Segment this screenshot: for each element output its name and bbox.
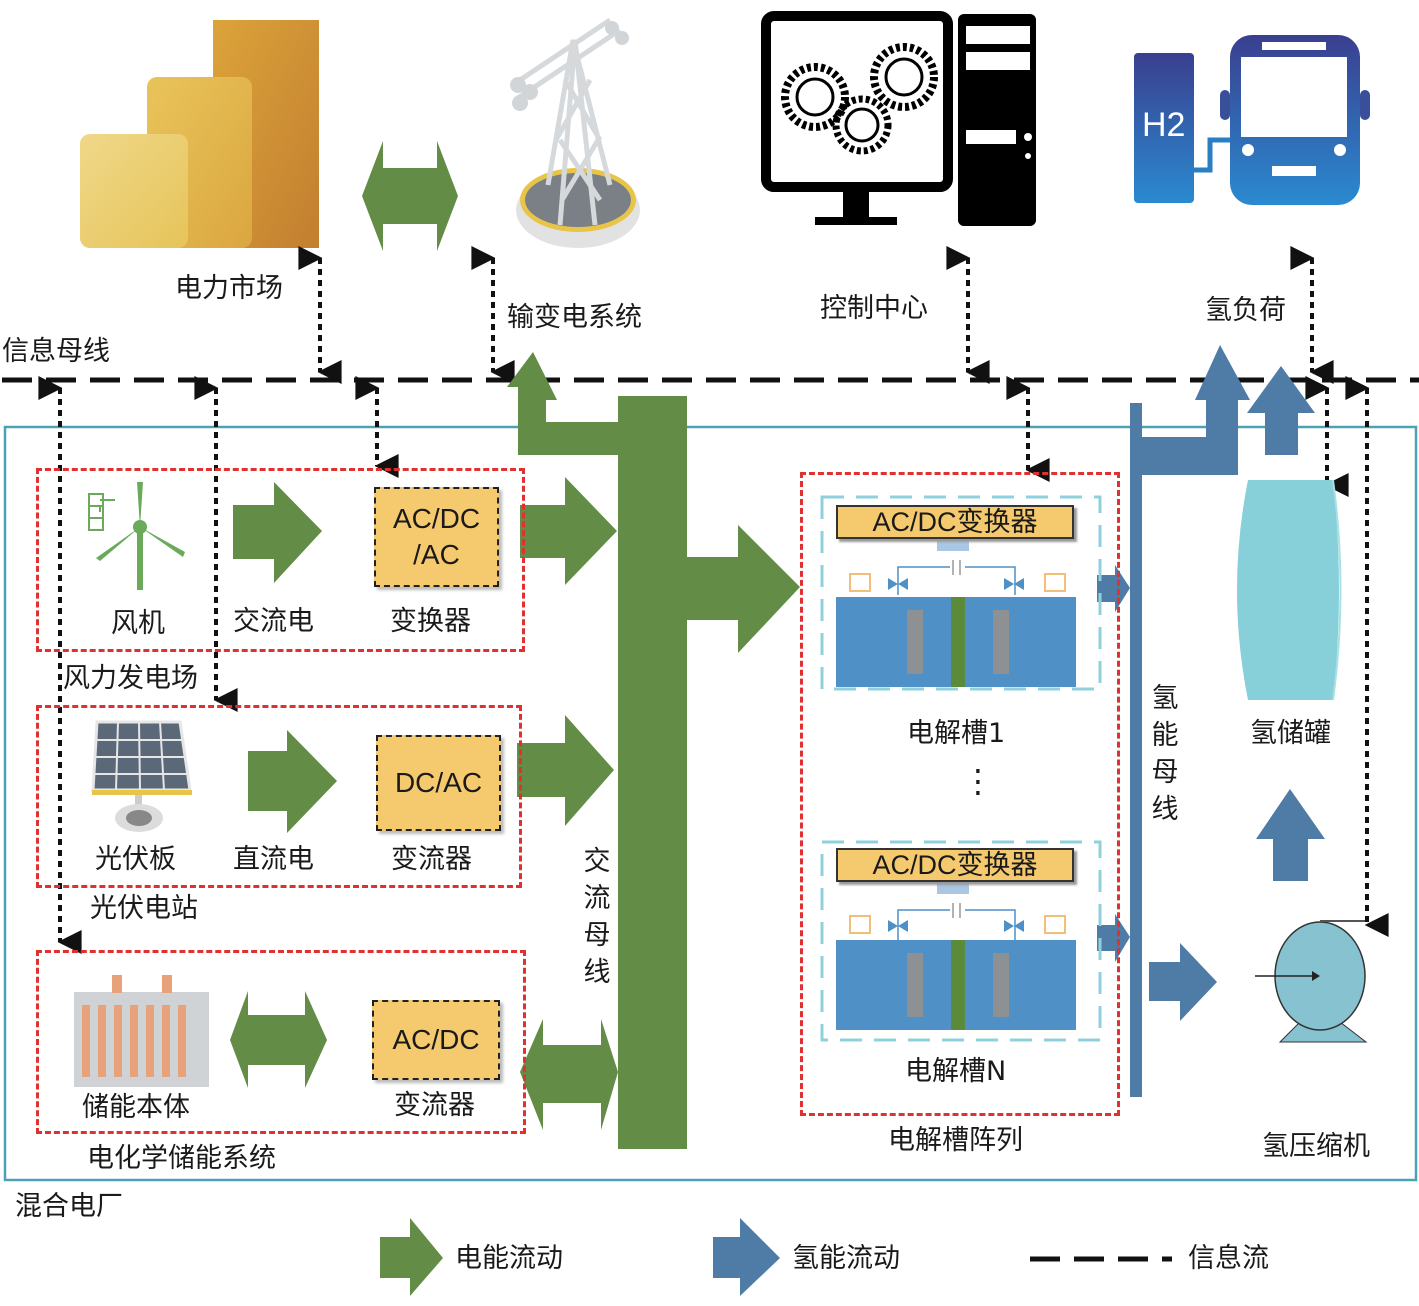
electrolyzer1-acdc-converter: AC/DC变换器	[836, 505, 1074, 539]
pv-to-bus-arrow	[517, 715, 614, 826]
legend-hydrogen-arrow-icon	[713, 1218, 780, 1296]
power-market-icon	[80, 20, 319, 248]
wind-to-bus-arrow	[520, 477, 617, 585]
hydrogen-tank-icon	[1237, 479, 1342, 701]
hybrid-plant-label: 混合电厂	[15, 1191, 123, 1222]
hydrogen-bus	[1097, 345, 1325, 1097]
h2-station-text: H2	[1142, 106, 1186, 144]
electrolyzer-array-group	[800, 472, 1120, 1116]
storage-converter-text: AC/DC	[392, 1024, 480, 1055]
wind-farm-label: 风力发电场	[63, 663, 198, 694]
wind-source-arrow	[233, 482, 322, 583]
transmission-tower-icon	[510, 17, 640, 248]
market-grid-power-arrow	[362, 141, 458, 251]
storage-system-label: 电化学储能系统	[87, 1143, 276, 1174]
wind-converter-label: 变换器	[390, 606, 471, 637]
legend-hydrogen-label: 氢能流动	[792, 1243, 900, 1274]
legend-info-label: 信息流	[1188, 1243, 1269, 1274]
power-market-label: 电力市场	[175, 273, 283, 304]
electrolyzer-1-label: 电解槽1	[907, 718, 1006, 749]
hydrogen-up-arrow-to-load	[1247, 366, 1315, 455]
pv-converter-text: DC/AC	[394, 767, 483, 798]
hydrogen-station-bus-icon	[1134, 35, 1370, 205]
electrolyzer-ellipsis: ⋮	[962, 762, 994, 800]
pv-station-group	[36, 705, 522, 888]
storage-converter-label: 变流器	[394, 1090, 475, 1121]
legend-electric-label: 电能流动	[455, 1243, 563, 1274]
bus-to-electrolyzer-arrow	[687, 525, 800, 653]
hydrogen-load-label: 氢负荷	[1205, 295, 1286, 326]
wind-turbine-label: 风机	[111, 608, 165, 639]
electrolyzer-cell-1-icon	[820, 495, 1102, 691]
electrolyzerN-acdc-converter: AC/DC变换器	[836, 848, 1074, 882]
electrolyzer1-h2-arrow	[1097, 565, 1130, 612]
hydrogen-bus-label: 氢能母线	[1151, 683, 1179, 825]
wind-converter-line2: /AC	[413, 539, 460, 570]
bus-to-compressor-arrow	[1149, 943, 1217, 1021]
pv-converter-box: DC/AC	[376, 735, 501, 831]
hydrogen-compressor-label: 氢压缩机	[1262, 1131, 1370, 1162]
pv-panel-label: 光伏板	[95, 844, 176, 875]
electrolyzer-cell-n-icon	[820, 840, 1102, 1042]
electrolyzer-array-label: 电解槽阵列	[888, 1125, 1023, 1156]
pv-converter-label: 变流器	[391, 844, 472, 875]
pv-station-label: 光伏电站	[90, 893, 198, 924]
hydrogen-tank-label: 氢储罐	[1250, 718, 1331, 749]
hydrogen-compressor-icon	[1255, 920, 1368, 1043]
control-center-icon	[761, 11, 1036, 226]
solar-panel-icon	[91, 720, 192, 832]
info-flow-arrows	[38, 246, 1389, 954]
ac-bus	[507, 352, 687, 1149]
battery-icon	[74, 975, 209, 1087]
legend-electric-arrow-icon	[380, 1218, 443, 1296]
wind-converter-line1: AC/DC	[392, 503, 481, 534]
dc-power-label: 直流电	[233, 844, 314, 875]
storage-bidirectional-arrow	[230, 991, 327, 1088]
battery-label: 储能本体	[82, 1092, 190, 1123]
transmission-system-label: 输变电系统	[507, 302, 642, 333]
compressor-to-tank-arrow	[1256, 789, 1325, 881]
control-center-label: 控制中心	[820, 293, 928, 324]
ac-power-label: 交流电	[233, 606, 314, 637]
ac-bus-label: 交流母线	[583, 846, 611, 988]
storage-bus-bidirectional-arrow	[520, 1019, 618, 1130]
electrolyzerN-h2-arrow	[1097, 914, 1130, 962]
wind-turbine-icon	[88, 482, 185, 590]
hybrid-plant-border	[3, 425, 1418, 1182]
electrolyzer-n-label: 电解槽N	[905, 1056, 1007, 1087]
wind-farm-group	[36, 468, 525, 652]
wind-converter-box: AC/DC/AC	[374, 487, 499, 587]
storage-system-group	[36, 950, 526, 1134]
pv-source-arrow	[248, 730, 337, 833]
info-bus-label: 信息母线	[2, 336, 110, 367]
storage-converter-box: AC/DC	[372, 1000, 500, 1080]
